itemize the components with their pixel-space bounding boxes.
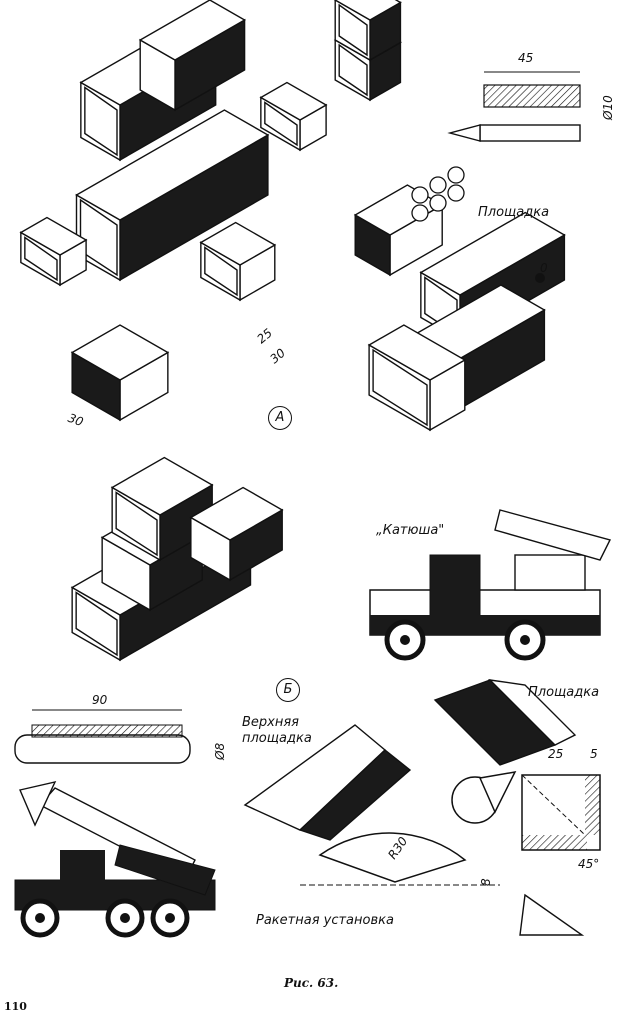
pencil <box>479 124 581 142</box>
pencil-end <box>411 204 429 222</box>
box-opening <box>75 591 118 657</box>
box-opening <box>24 236 58 282</box>
dim-sector-height: 8 <box>479 878 493 886</box>
box-opening <box>338 3 368 57</box>
box-top <box>70 324 170 381</box>
wheel-hub <box>35 913 45 923</box>
label-rocket-launcher: Ракетная установка <box>256 913 394 928</box>
pencil-tip <box>447 124 481 142</box>
label-upper-platform-line2: площадка <box>242 731 312 746</box>
dim-square-side: 25 <box>548 747 564 761</box>
rocket-warhead <box>19 780 57 827</box>
fold-line <box>521 774 586 836</box>
truck-cabin <box>514 554 586 591</box>
box-top <box>367 324 467 381</box>
launcher-truck-cab <box>60 850 105 910</box>
wheel-hub <box>520 635 530 645</box>
box-opening <box>264 101 298 147</box>
box-opening <box>115 491 158 557</box>
section-a-marker: А <box>268 406 292 430</box>
dim-angle: 45° <box>578 857 600 871</box>
rocket-rail <box>494 509 612 561</box>
box-top <box>333 0 402 21</box>
section-b-marker: Б <box>276 678 300 702</box>
box-top <box>189 486 284 541</box>
box-opening <box>84 86 118 157</box>
wheel-hub <box>165 913 175 923</box>
upper-platform-side <box>298 749 412 841</box>
tube <box>14 734 191 764</box>
box-opening <box>79 198 118 277</box>
wheel-hub <box>120 913 130 923</box>
folded-triangle <box>519 893 585 936</box>
box-opening <box>204 246 238 297</box>
box-top <box>110 456 214 516</box>
label-katyusha: „Катюша" <box>376 523 445 538</box>
platform-b-top <box>488 679 577 746</box>
box-opening <box>338 43 368 97</box>
hatched-margin <box>522 835 587 850</box>
figure-caption: Рис. 63. <box>284 976 339 990</box>
hatched-strip <box>483 84 581 108</box>
pencil-end <box>447 166 465 184</box>
box-top <box>259 81 328 121</box>
dim-tube-diameter: Ø8 <box>213 742 227 760</box>
sector-template <box>318 832 467 883</box>
cone-tip <box>478 771 517 814</box>
dim-pencil-diameter: Ø10 <box>601 95 615 120</box>
hatched-strip <box>31 724 183 738</box>
dim-tube-length: 90 <box>92 693 108 707</box>
page-number: 110 <box>4 1000 27 1013</box>
hatched-margin <box>585 775 600 835</box>
dim-hole: 0 <box>540 261 548 275</box>
label-upper-platform-line1: Верхняя <box>242 715 300 730</box>
label-platform-top: Площадка <box>478 205 550 220</box>
pencil-end <box>411 186 429 204</box>
wheel-hub <box>400 635 410 645</box>
label-platform-b: Площадка <box>528 685 600 700</box>
box-top <box>75 109 270 221</box>
box-opening <box>372 348 428 427</box>
pencil-end <box>429 194 447 212</box>
box-top <box>138 0 247 61</box>
box-top <box>19 216 88 256</box>
launcher-rail <box>114 844 216 896</box>
dim-pencil-length: 45 <box>518 51 534 65</box>
dim-square-margin: 5 <box>590 747 598 761</box>
box-top <box>199 221 277 266</box>
pencil-end <box>429 176 447 194</box>
hole-icon <box>535 273 545 283</box>
box-top <box>419 211 566 296</box>
pencil-end <box>447 184 465 202</box>
